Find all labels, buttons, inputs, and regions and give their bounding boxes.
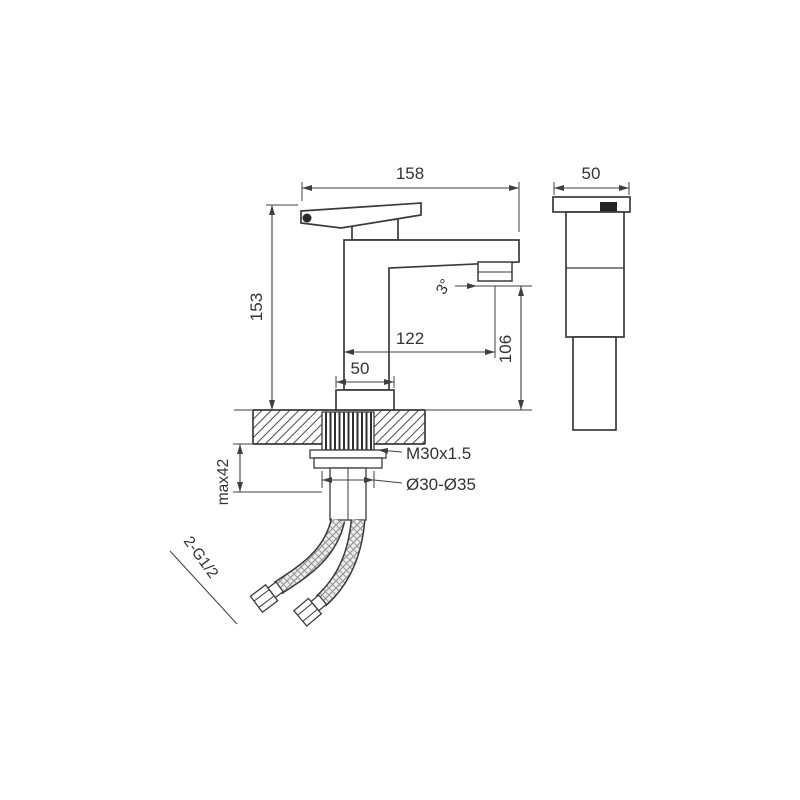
mounting-nut [313, 457, 383, 469]
dim-base-width: 50 [351, 359, 370, 378]
label-hose-connections: 2-G1/2 [180, 533, 222, 581]
side-body-upper [565, 211, 625, 338]
dim-total-height: 153 [247, 293, 266, 321]
side-indicator-dot [600, 202, 617, 212]
hole-leader-line [373, 479, 403, 484]
faucet-base [335, 389, 395, 411]
dim-mounting-hole: Ø30-Ø35 [406, 475, 476, 494]
dim-spout-height: 106 [496, 335, 515, 363]
mounting-shank [309, 411, 387, 521]
hose-leader-line [169, 550, 238, 625]
dim-overall-length: 158 [396, 164, 424, 183]
hose-braid-2 [316, 519, 364, 606]
mounting-washer [309, 449, 387, 459]
faucet-side-view [552, 196, 631, 431]
dim-spout-angle: 3° [433, 276, 455, 297]
side-handle-lever [552, 196, 631, 213]
mounting-thread-shank [321, 411, 375, 451]
dim-max-deck-thickness: max42 [215, 459, 232, 506]
handle-indicator-dot [302, 213, 312, 223]
hose-fitting-2 [292, 594, 328, 627]
hose-fitting-1 [249, 581, 285, 614]
dim-spout-reach: 122 [396, 329, 424, 348]
faucet-handle-lever [300, 202, 422, 229]
dimension-annotations: 158 50 153 50 122 3° 106 M30x1.5 [169, 164, 630, 625]
side-body-lower [572, 336, 617, 431]
hose-braid-1 [274, 518, 344, 593]
faucet-front-view [300, 202, 520, 411]
label-mounting-thread: M30x1.5 [406, 444, 471, 463]
thread-leader-line [377, 447, 403, 454]
flexible-hoses [249, 518, 366, 627]
dim-depth: 50 [582, 164, 601, 183]
